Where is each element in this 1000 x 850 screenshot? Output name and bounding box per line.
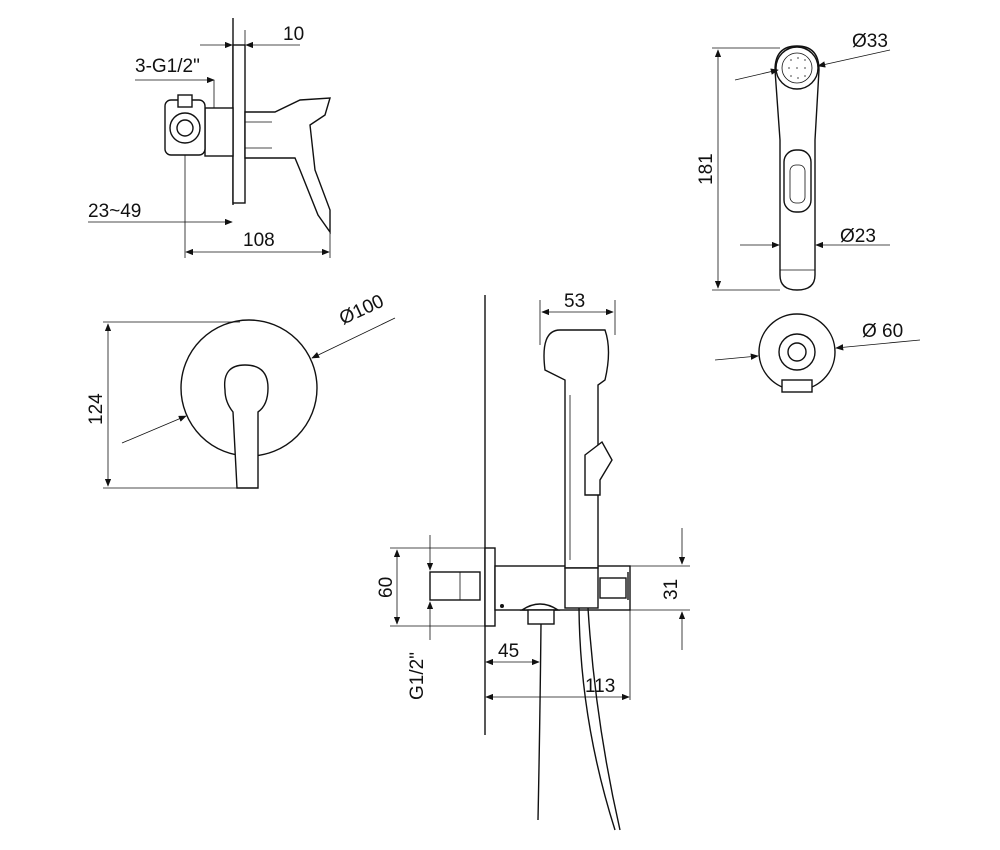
dim-plate-height: 60 <box>376 577 397 598</box>
dim-top-offset: 10 <box>283 24 304 45</box>
side-view: 10 3-G1/2" 23~49 108 <box>88 18 331 258</box>
dim-handle-diameter: Ø23 <box>840 226 876 247</box>
front-view: 124 Ø100 <box>86 291 396 489</box>
dim-plate-diameter: Ø100 <box>336 291 387 330</box>
wall-outlet-view: Ø 60 <box>714 313 921 393</box>
dim-outlet-height: 31 <box>661 579 682 600</box>
assembly-view: 53 60 31 G1/2" 45 113 <box>376 291 690 831</box>
dim-depth: 108 <box>243 230 275 251</box>
dim-front-height: 124 <box>86 393 107 425</box>
dim-outlet-offset: 45 <box>498 641 519 662</box>
hand-shower-view: Ø33 181 Ø23 <box>696 31 891 291</box>
dim-thread: G1/2" <box>407 652 428 700</box>
dim-length: 181 <box>696 153 717 185</box>
dim-projection: 113 <box>585 676 615 697</box>
dim-outlet-diameter: Ø 60 <box>862 321 903 342</box>
dim-head-width: 53 <box>564 291 585 312</box>
dim-connection: 3-G1/2" <box>135 56 200 77</box>
dim-wall-range: 23~49 <box>88 201 141 222</box>
dim-head-diameter: Ø33 <box>852 31 888 52</box>
